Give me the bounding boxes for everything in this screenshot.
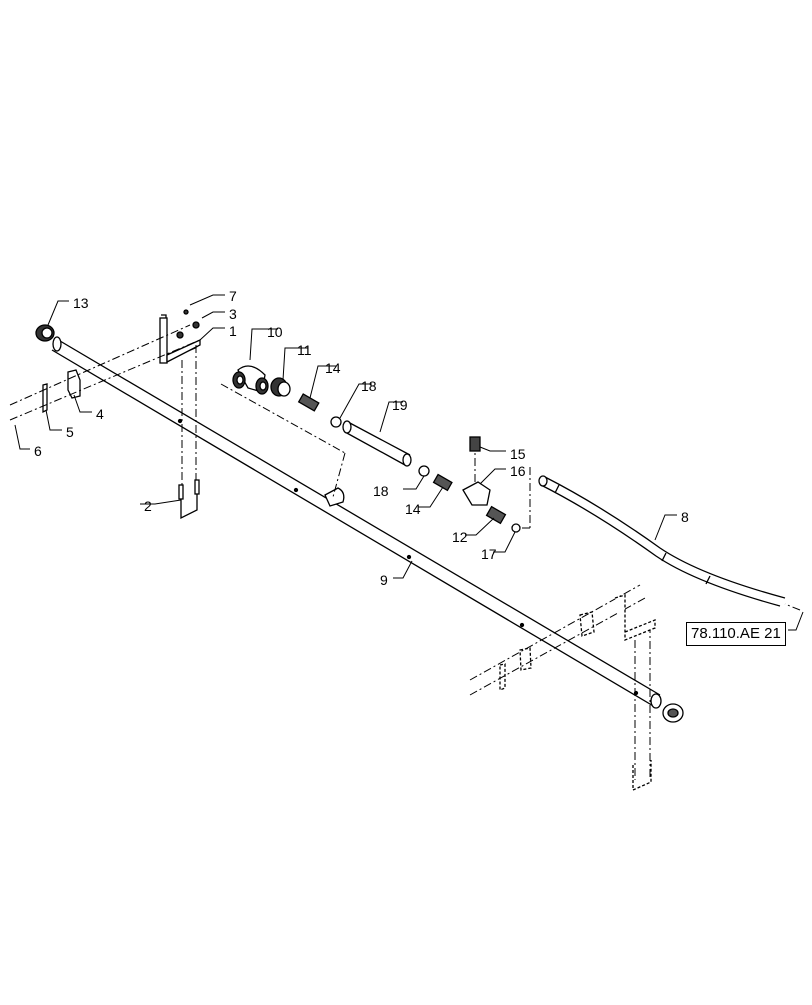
clamp-right2-icon — [519, 647, 532, 671]
callout-9: 9 — [380, 572, 388, 588]
callout-19: 19 — [392, 397, 408, 413]
fitting-icon — [297, 393, 320, 412]
callout-18: 18 — [361, 378, 377, 394]
callout-7: 7 — [229, 288, 237, 304]
callout-1: 1 — [229, 323, 237, 339]
callout-17: 17 — [481, 546, 497, 562]
callout-5: 5 — [66, 424, 74, 440]
end-cap-right-icon — [662, 703, 684, 723]
elbow-fitting-icon — [232, 365, 269, 395]
clamp-right-icon — [579, 611, 595, 637]
nipple-icon — [469, 436, 481, 452]
callout-3: 3 — [229, 306, 237, 322]
hose-8-icon — [538, 475, 786, 607]
fitting-3-icon — [485, 505, 507, 525]
callout-13: 13 — [73, 295, 89, 311]
callout-10: 10 — [267, 324, 283, 340]
callout-11: 11 — [297, 342, 312, 358]
callout-12: 12 — [452, 529, 468, 545]
u-bolt-icon — [178, 479, 200, 520]
callout-2: 2 — [144, 498, 152, 514]
callout-4: 4 — [96, 406, 104, 422]
hose-clamp-icon — [330, 416, 342, 428]
callout-18-lower: 18 — [373, 483, 389, 499]
tee-fitting-icon — [462, 481, 491, 506]
end-cap-icon — [35, 324, 55, 342]
hose-clamp-3-icon — [511, 523, 521, 533]
callout-15: 15 — [510, 446, 526, 462]
hose-clamp-2-icon — [418, 465, 430, 477]
hose-icon — [342, 420, 412, 467]
nut-icon — [270, 377, 291, 397]
plate-icon — [42, 383, 48, 414]
bracket-icon — [159, 309, 201, 364]
bracket-right-icon — [614, 594, 656, 641]
callout-14: 14 — [325, 360, 341, 376]
callout-16: 16 — [510, 463, 526, 479]
callout-8: 8 — [681, 509, 689, 525]
callout-14-lower: 14 — [405, 501, 421, 517]
u-bolt-right-icon — [632, 760, 652, 792]
clamp-icon — [67, 369, 81, 399]
callout-6: 6 — [34, 443, 42, 459]
plate-right-icon — [499, 663, 506, 691]
fitting-2-icon — [432, 473, 453, 492]
boom-tube-icon — [51, 336, 662, 709]
reference-link-box[interactable]: 78.110.AE 21 — [686, 622, 786, 646]
